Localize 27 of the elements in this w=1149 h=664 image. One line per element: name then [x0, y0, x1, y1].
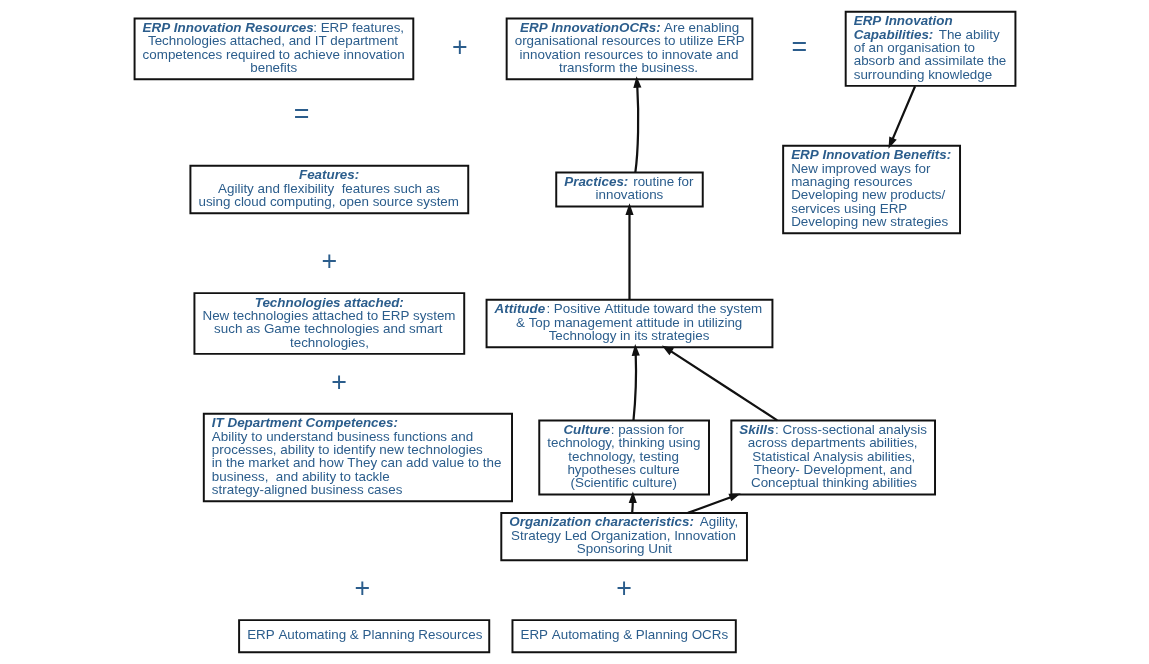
label: + — [451, 31, 468, 62]
node-box: Attitude: Positive Attitude toward the system & Top management attitude in utilizing Technology in its strategies — [485, 298, 773, 349]
arrow — [888, 85, 916, 149]
node-box: ERP Innovation Resources: ERP features, Technologies attached, and IT department competences required to achieve innovation benefits — [133, 17, 414, 81]
label: + — [330, 366, 347, 397]
node-box: ERP Automating & Planning OCRs — [510, 619, 737, 654]
arrow — [624, 203, 634, 300]
node-box: Features: Agility and flexibility features such as using cloud computing, open source system — [188, 164, 469, 215]
node-box: ERP Innovation Benefits: New improved ways for managing resources Developing new products/ services using ERP Developing new strategies — [781, 144, 961, 235]
node-box: ERP InnovationOCRs: Are enabling organisational resources to utilize ERP innovation resources to innovate and transform the business. — [505, 17, 753, 81]
node-box: Skills: Cross-sectional analysis across departments abilities, Statistical Analysis abilities, Theory- Development, and Conceptual thinking abilities — [729, 419, 936, 496]
label: + — [615, 572, 632, 603]
arrow — [661, 345, 778, 422]
node-box: Organization characteristics: Agility, Strategy Led Organization, Innovation Sponsoring Unit — [499, 511, 748, 562]
arrow — [631, 344, 640, 421]
node-box: ERP Innovation Capabilities: The ability of an organisation to absorb and assimilate the surrounding knowledge — [844, 10, 1016, 87]
arrow — [632, 76, 641, 173]
node-box: Technologies attached: New technologies attached to ERP system such as Game technologies and smart technologies, — [192, 292, 465, 355]
node-box: Culture: passion for technology, thinking using technology, testing hypotheses culture (Scientific culture) — [537, 419, 710, 496]
node-box: ERP Automating & Planning Resources — [237, 619, 490, 654]
node-box: IT Department Competences: Ability to understand business functions and processes, ability to identify new technologies in the market and how They can add value to the business, and ability to tackle strategy-aligned business cases — [202, 412, 513, 503]
arrow — [628, 491, 637, 513]
label: + — [321, 245, 337, 276]
label: + — [354, 572, 370, 603]
node-box: Practices: routine for innovations — [554, 171, 704, 208]
label: = — [790, 31, 807, 62]
label: = — [293, 98, 309, 129]
